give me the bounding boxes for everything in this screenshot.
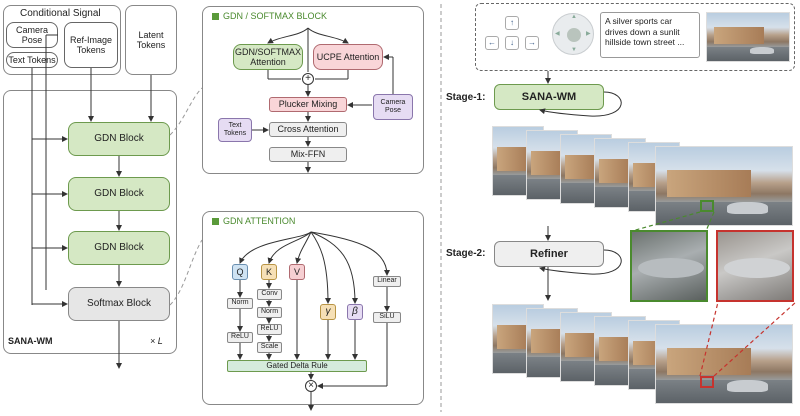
conv-box: Conv <box>257 289 282 300</box>
relu-box-k: ReLU <box>257 324 282 335</box>
arrow-up-key-icon: ↑ <box>505 16 519 30</box>
arrow-right-key-icon: → <box>525 36 539 50</box>
scale-box: Scale <box>257 342 282 353</box>
norm-box-k: Norm <box>257 307 282 318</box>
camera-pose-box: Camera Pose <box>373 94 413 120</box>
k-box: K <box>261 264 277 280</box>
gdn-attention-title: GDN ATTENTION <box>212 216 295 226</box>
sana-wm-container <box>3 90 177 354</box>
cross-attention-box: Cross Attention <box>269 122 347 137</box>
norm-box-q: Norm <box>227 298 253 309</box>
ucpe-attention-box: UCPE Attention <box>313 44 383 70</box>
multiply-node-icon: × <box>305 380 317 392</box>
arrow-down-key-icon: ↓ <box>505 36 519 50</box>
repeat-label: × L <box>150 336 163 346</box>
stage2-model-box: Refiner <box>494 241 604 267</box>
gamma-box: γ <box>320 304 336 320</box>
control-input-panel <box>475 3 795 71</box>
gdn-attention-panel <box>202 211 424 405</box>
section-marker-icon-2 <box>212 218 219 226</box>
gdn-softmax-block-title: GDN / SOFTMAX BLOCK <box>212 11 327 21</box>
stage2-label: Stage-2: <box>446 248 486 259</box>
silu-box: SiLU <box>373 312 401 323</box>
text-tokens-box: Text Tokens <box>218 118 252 142</box>
arrow-left-key-icon: ← <box>485 36 499 50</box>
stage1-frame-6 <box>655 146 793 226</box>
gdn-block-3: GDN Block <box>68 231 170 265</box>
gdn-block-2: GDN Block <box>68 177 170 211</box>
latent-tokens-input: Latent Tokens <box>125 5 177 75</box>
reference-image <box>706 12 790 62</box>
v-box: V <box>289 264 305 280</box>
mix-ffn-box: Mix-FFN <box>269 147 347 162</box>
stage2-frame-6 <box>655 324 793 404</box>
prompt-text-box: A silver sports car drives down a sunlit… <box>600 12 700 58</box>
joystick-icon: ▲ ▼ ◀ ▶ <box>552 13 594 55</box>
stage1-model-box: SANA-WM <box>494 84 604 110</box>
model-name-label: SANA-WM <box>8 336 53 346</box>
text-tokens-input: Text Tokens <box>6 52 58 68</box>
stage2-zoom-marker <box>700 376 714 388</box>
zoom-crop-before <box>630 230 708 302</box>
gdn-softmax-block-panel <box>202 6 424 174</box>
beta-box: β <box>347 304 363 320</box>
plus-node-icon: + <box>302 73 314 85</box>
gdn-softmax-title-text: GDN / SOFTMAX BLOCK <box>223 11 328 21</box>
zoom-crop-after <box>716 230 794 302</box>
softmax-block: Softmax Block <box>68 287 170 321</box>
conditional-signal-group <box>3 5 121 75</box>
plucker-mixing-box: Plucker Mixing <box>269 97 347 112</box>
gdn-block-1: GDN Block <box>68 122 170 156</box>
relu-box-q: ReLU <box>227 332 253 343</box>
section-marker-icon <box>212 13 219 21</box>
stage1-label: Stage-1: <box>446 92 486 103</box>
gdn-attention-title-text: GDN ATTENTION <box>223 216 296 226</box>
linear-box: Linear <box>373 276 401 287</box>
stage1-zoom-marker <box>700 200 714 212</box>
gated-delta-rule-box: Gated Delta Rule <box>227 360 367 372</box>
gdn-softmax-attention-box: GDN/SOFTMAX Attention <box>233 44 303 70</box>
conditional-signal-label: Conditional Signal <box>20 8 101 19</box>
q-box: Q <box>232 264 248 280</box>
ref-image-tokens-input: Ref-Image Tokens <box>64 22 118 68</box>
